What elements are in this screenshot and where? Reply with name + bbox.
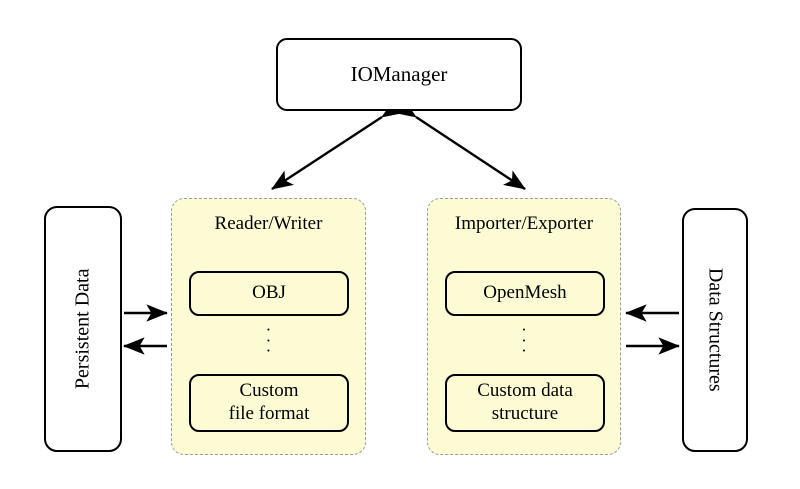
- node-data-structures-label: Data Structures: [704, 268, 727, 392]
- node-iomanager-label: IOManager: [350, 62, 448, 87]
- item-openmesh-label: OpenMesh: [483, 282, 567, 304]
- node-persistent-data-label: Persistent Data: [71, 268, 94, 390]
- item-custom-data-structure-label: Custom data structure: [477, 380, 573, 426]
- arrow-manager-to-importer-exporter: [394, 98, 526, 191]
- item-openmesh[interactable]: OpenMesh: [445, 271, 605, 316]
- group-reader-writer[interactable]: Reader/Writer OBJ ··· Custom file format: [171, 198, 366, 455]
- group-reader-writer-title: Reader/Writer: [214, 213, 323, 234]
- item-custom-file-format[interactable]: Custom file format: [189, 374, 349, 432]
- ellipsis-importer-exporter: ···: [521, 320, 527, 361]
- item-obj-label: OBJ: [252, 282, 286, 304]
- node-data-structures[interactable]: Data Structures: [682, 208, 748, 452]
- arrow-manager-to-reader-writer: [271, 98, 405, 191]
- item-custom-data-structure[interactable]: Custom data structure: [445, 374, 605, 432]
- item-custom-data-structure-line1: Custom data: [477, 380, 573, 402]
- group-importer-exporter[interactable]: Importer/Exporter OpenMesh ··· Custom da…: [427, 198, 621, 455]
- item-custom-file-format-line1: Custom: [239, 380, 299, 402]
- item-custom-data-structure-line2: structure: [491, 403, 559, 424]
- group-importer-exporter-title: Importer/Exporter: [454, 213, 594, 234]
- item-custom-file-format-line2: file format: [228, 403, 310, 424]
- item-custom-file-format-label: Custom file format: [229, 380, 310, 426]
- item-obj[interactable]: OBJ: [189, 271, 349, 316]
- ellipsis-reader-writer: ···: [265, 320, 272, 361]
- node-persistent-data[interactable]: Persistent Data: [44, 206, 122, 452]
- node-iomanager[interactable]: IOManager: [276, 38, 522, 111]
